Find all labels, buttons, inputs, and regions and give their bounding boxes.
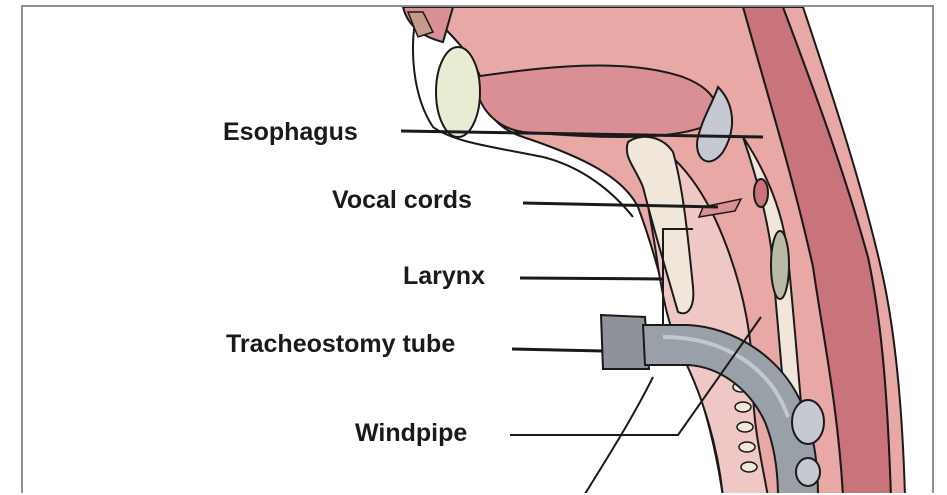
spine-node-1 [771,231,789,299]
tube-cuff-lower [796,458,820,486]
lower-jaw-tissue [436,47,480,137]
label-windpipe: Windpipe [355,421,467,446]
tracheostomy-leader [512,349,603,351]
larynx-leader [520,278,663,279]
label-tracheostomy-tube: Tracheostomy tube [226,332,455,357]
label-larynx: Larynx [403,264,485,289]
tube-flange [601,315,649,369]
label-vocal-cords: Vocal cords [332,188,472,213]
esophagus-node [754,179,768,207]
tongue [473,65,716,137]
diagram-frame: Esophagus Vocal cords Larynx Tracheostom… [21,5,934,493]
label-esophagus: Esophagus [223,120,358,145]
tube-cuff [792,400,824,444]
throat-anatomy-illustration [23,7,934,493]
